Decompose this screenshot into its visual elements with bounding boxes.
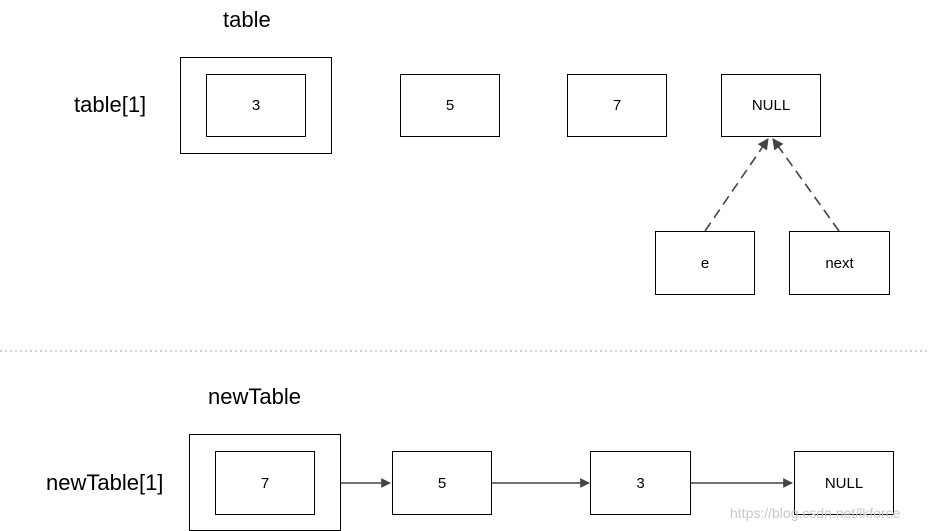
table-node-7: 7 bbox=[567, 74, 667, 137]
table-node-5: 5 bbox=[400, 74, 500, 137]
newtable-node-3: 3 bbox=[590, 451, 691, 515]
newtable-node-7: 7 bbox=[215, 451, 315, 515]
table-row-label: table[1] bbox=[74, 92, 147, 117]
pointer-next-box: next bbox=[789, 231, 890, 295]
table-title: table bbox=[223, 7, 271, 32]
newtable-node-null: NULL bbox=[794, 451, 894, 515]
pointer-e-box: e bbox=[655, 231, 755, 295]
table-node-null: NULL bbox=[721, 74, 821, 137]
watermark-text: https://blog.csdn.net/lkforce bbox=[730, 505, 901, 521]
newtable-title: newTable bbox=[208, 384, 301, 409]
e-to-null-dashed-arrow bbox=[704, 138, 769, 232]
table-node-3: 3 bbox=[206, 74, 306, 137]
newtable-node-5: 5 bbox=[392, 451, 492, 515]
newtable-row-label: newTable[1] bbox=[46, 470, 164, 495]
next-to-null-dashed-arrow bbox=[772, 138, 840, 232]
